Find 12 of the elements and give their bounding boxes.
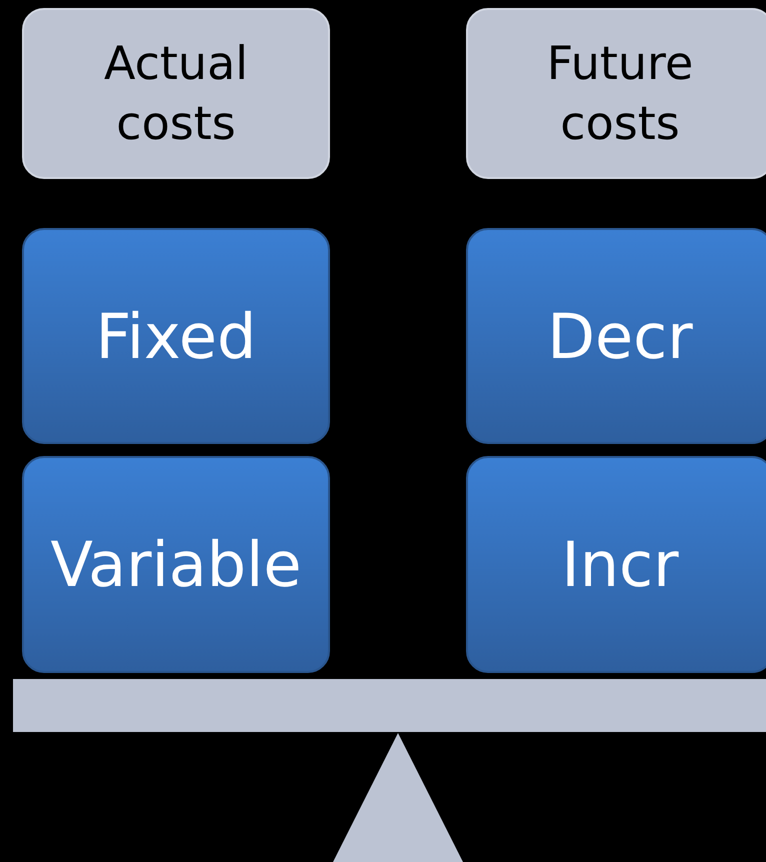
header-box xyxy=(466,8,766,179)
cost-label: Fixed xyxy=(94,300,258,372)
header-box xyxy=(22,8,330,179)
cost-box xyxy=(22,456,330,673)
cost-box xyxy=(466,456,766,673)
column-heading: Actual costs xyxy=(102,34,250,152)
column-heading: Future costs xyxy=(546,34,694,152)
cost-box xyxy=(22,228,330,444)
cost-label: Decr xyxy=(546,300,694,372)
cost-box xyxy=(466,228,766,444)
cost-label: Incr xyxy=(560,528,680,601)
cost-label: Variable xyxy=(49,528,303,601)
